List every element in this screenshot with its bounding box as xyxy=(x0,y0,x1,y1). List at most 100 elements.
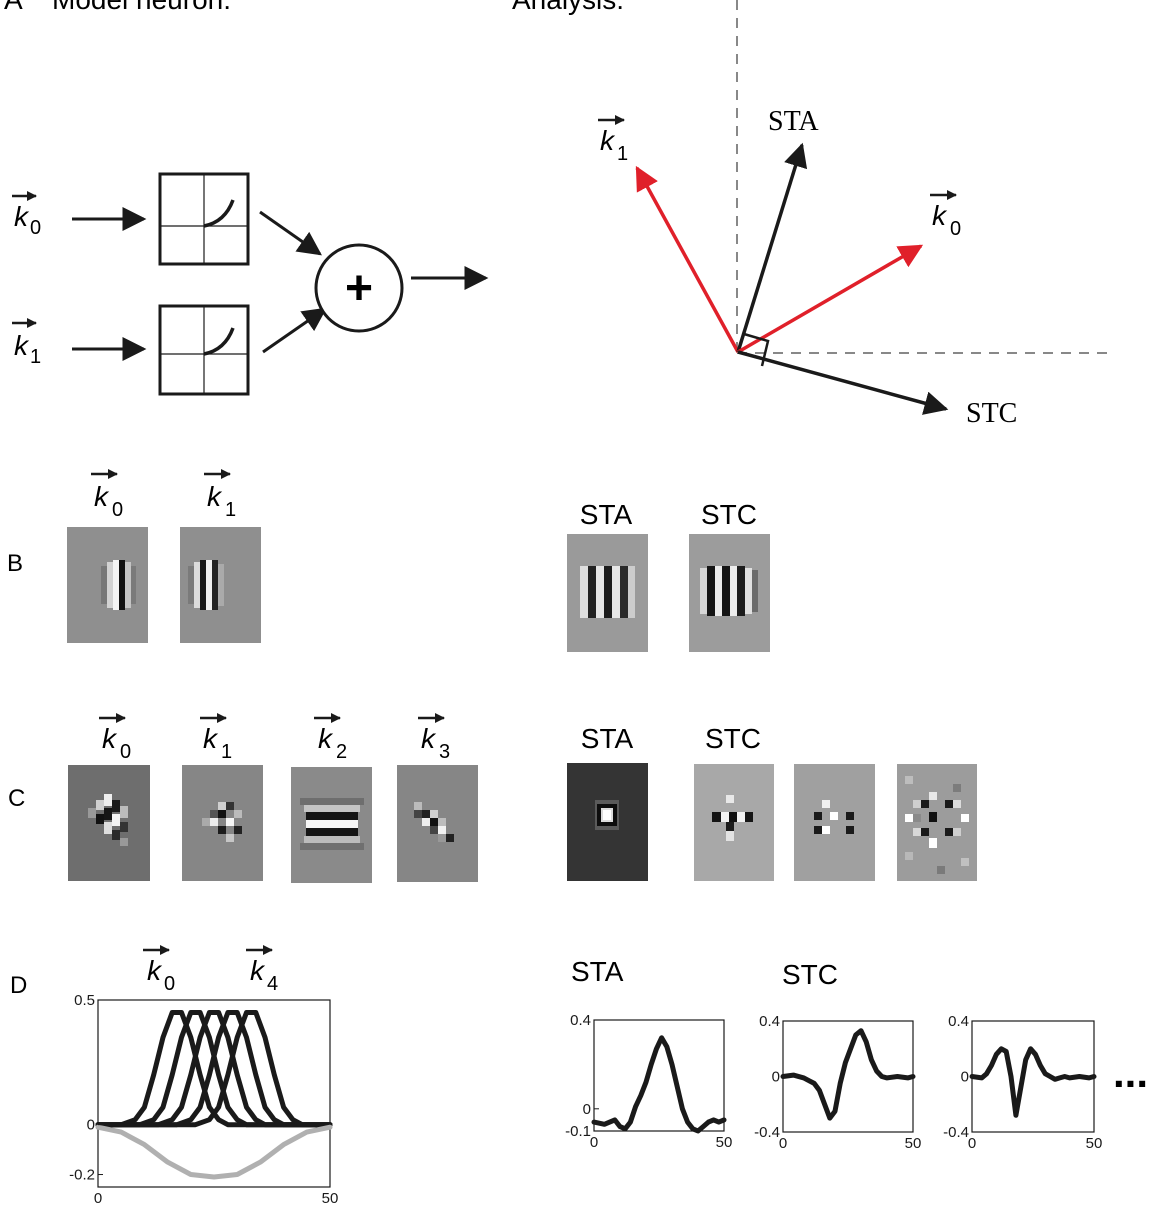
panel-c-k3-base: k xyxy=(421,723,437,754)
y-tick-label: -0.2 xyxy=(69,1167,95,1184)
series-line-1 xyxy=(95,1010,333,1128)
panel-b-k1-base: k xyxy=(207,481,223,512)
x-tick-label: 0 xyxy=(590,1134,598,1151)
panel-c-letter: C xyxy=(8,785,25,812)
series-line-4 xyxy=(95,1010,333,1128)
y-tick-label: 0 xyxy=(961,1069,969,1086)
panel-c-k2-filter-image xyxy=(291,767,372,883)
panel-d-k4-label: k 4 xyxy=(246,945,278,995)
panel-c-k1-sub: 1 xyxy=(221,741,232,763)
right-angle-marker xyxy=(743,332,770,367)
box1-to-sum-arrow xyxy=(262,307,327,354)
y-tick-label: 0.4 xyxy=(759,1013,780,1030)
panel-b-k0-sub: 0 xyxy=(112,499,123,521)
k0-vector-sub: 0 xyxy=(950,218,961,240)
panel-c-k0-label: k 0 xyxy=(99,713,131,763)
panel-c-stc-label: STC xyxy=(705,723,761,754)
y-tick-label: -0.4 xyxy=(943,1124,969,1141)
y-tick-label: 0 xyxy=(583,1101,591,1118)
y-tick-label: -0.4 xyxy=(754,1124,780,1141)
nonlinearity-box-0 xyxy=(158,172,250,266)
panel-c-k1-label: k 1 xyxy=(200,713,232,763)
series-line-0 xyxy=(780,1028,916,1121)
panel-c-k0-filter-image xyxy=(68,765,150,881)
panel-a: A Model neuron: Analysis: k 0 k 1 xyxy=(4,0,1115,429)
model-neuron-title: Model neuron: xyxy=(52,0,231,15)
k1-vector-base: k xyxy=(600,125,616,156)
panel-c-k1-filter-image xyxy=(182,765,263,881)
panel-c-k3-filter-image xyxy=(397,765,478,882)
panel-b-sta-label: STA xyxy=(580,499,633,530)
panel-b-stc-image xyxy=(689,534,770,652)
panel-b-k0-base: k xyxy=(94,481,110,512)
stc-vector-label: STC xyxy=(966,398,1017,429)
k1-vector-label: k 1 xyxy=(598,115,628,165)
panel-b-k1-label: k 1 xyxy=(204,469,236,521)
sta-vector xyxy=(736,142,808,353)
panel-b-k1-sub: 1 xyxy=(225,499,236,521)
series-line-2 xyxy=(95,1010,333,1128)
panel-c-k0-base: k xyxy=(102,723,118,754)
input-k1-base: k xyxy=(14,330,30,361)
panel-d-k0-label: k 0 xyxy=(143,945,175,995)
panel-d-k0-base: k xyxy=(147,955,163,986)
k0-vector-base: k xyxy=(932,200,948,231)
panel-c-sta-label: STA xyxy=(581,723,634,754)
input-k0-sub: 0 xyxy=(30,217,41,239)
input-k1-sub: 1 xyxy=(30,346,41,368)
panel-c-stc-image-3 xyxy=(897,764,977,881)
panel-b-k0-filter-image xyxy=(67,527,148,643)
panel-d-k4-base: k xyxy=(250,955,266,986)
y-tick-label: -0.1 xyxy=(565,1123,591,1140)
panel-c-stc-image-2 xyxy=(794,764,875,881)
panel-d-k4-sub: 4 xyxy=(267,973,278,995)
plot-frame xyxy=(97,999,331,1188)
box0-to-sum-arrow xyxy=(259,210,322,256)
input-k1-label: k 1 xyxy=(12,318,41,368)
series-line-0 xyxy=(591,1035,727,1134)
panel-c-k2-sub: 2 xyxy=(336,741,347,763)
panel-c-k1-base: k xyxy=(203,723,219,754)
y-tick-label: 0.4 xyxy=(948,1013,969,1030)
sum-symbol: + xyxy=(345,262,373,315)
series-line-3 xyxy=(95,1010,333,1128)
analysis-title: Analysis: xyxy=(512,0,624,15)
series-line-0 xyxy=(95,1010,333,1128)
y-tick-label: 0.5 xyxy=(74,992,95,1009)
panel-d-letter: D xyxy=(10,972,27,999)
x-tick-label: 50 xyxy=(905,1135,922,1152)
panel-b-k0-label: k 0 xyxy=(91,469,123,521)
panel-c-sta-image xyxy=(567,763,648,881)
x-tick-label: 50 xyxy=(716,1134,733,1151)
panel-d-k0-sub: 0 xyxy=(164,973,175,995)
panel-a-letter: A xyxy=(4,0,23,15)
x-tick-label: 50 xyxy=(1086,1135,1103,1152)
k1-vector xyxy=(635,165,740,353)
panel-c-k2-label: k 2 xyxy=(314,713,347,763)
panel-c: C k 0 k 1 k 2 k 3 xyxy=(8,713,977,883)
x-tick-label: 0 xyxy=(94,1190,102,1207)
panel-c-stc-image-1 xyxy=(694,764,774,881)
y-tick-label: 0.4 xyxy=(570,1012,591,1029)
panel-b-sta-image xyxy=(567,534,648,652)
panel-b-stc-label: STC xyxy=(701,499,757,530)
x-tick-label: 0 xyxy=(779,1135,787,1152)
panel-b: B k 0 k 1 ST xyxy=(7,469,770,652)
y-tick-label: 0 xyxy=(87,1117,95,1134)
input-k0-label: k 0 xyxy=(12,191,41,239)
y-tick-label: 0 xyxy=(772,1069,780,1086)
series-line-0 xyxy=(969,1046,1097,1118)
sum-node: + xyxy=(314,243,404,333)
sta-vector-label: STA xyxy=(768,106,819,137)
panel-c-k3-label: k 3 xyxy=(418,713,450,763)
k0-vector-label: k 0 xyxy=(930,190,961,240)
k1-vector-sub: 1 xyxy=(617,143,628,165)
panel-c-k2-base: k xyxy=(318,723,334,754)
panel-d-stc-label: STC xyxy=(782,959,838,990)
k0-vector xyxy=(737,244,924,354)
